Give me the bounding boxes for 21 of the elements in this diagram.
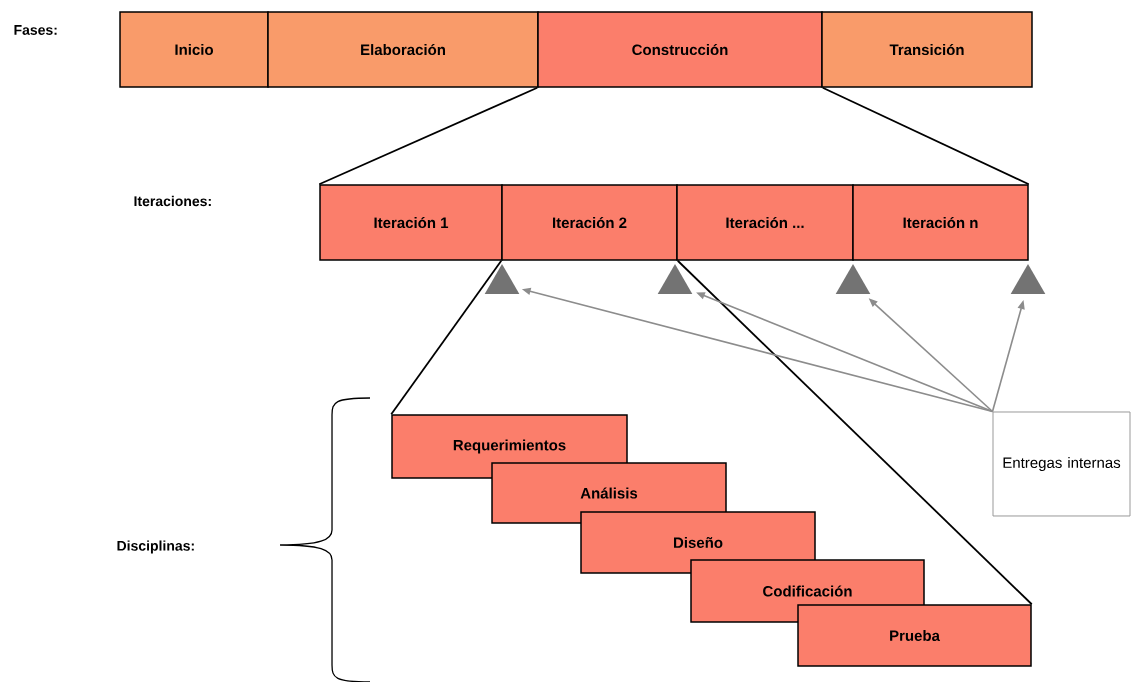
phase-box: Construcción <box>537 11 823 88</box>
zoom-line <box>821 86 1030 186</box>
zoom-line <box>676 259 1033 606</box>
milestone-triangle <box>484 264 520 294</box>
phase-box: Elaboración <box>267 11 539 88</box>
iteration-box: Iteración 1 <box>319 184 503 261</box>
zoom-line <box>318 86 539 186</box>
section-label: Fases: <box>14 25 57 35</box>
note-box: Entregas internas <box>992 411 1131 517</box>
section-label: Disciplinas: <box>117 540 194 554</box>
milestone-triangle <box>835 264 871 294</box>
discipline-box: Análisis <box>491 462 727 524</box>
milestone-triangle <box>657 264 693 294</box>
iteration-box: Iteración n <box>852 184 1029 261</box>
iteration-box: Iteración ... <box>676 184 854 261</box>
discipline-box: Prueba <box>797 604 1032 667</box>
phase-box: Inicio <box>119 11 269 88</box>
phase-box: Transición <box>821 11 1033 88</box>
iteration-box: Iteración 2 <box>501 184 678 261</box>
section-label: Iteraciones: <box>134 195 211 207</box>
milestone-triangle <box>1010 264 1046 294</box>
